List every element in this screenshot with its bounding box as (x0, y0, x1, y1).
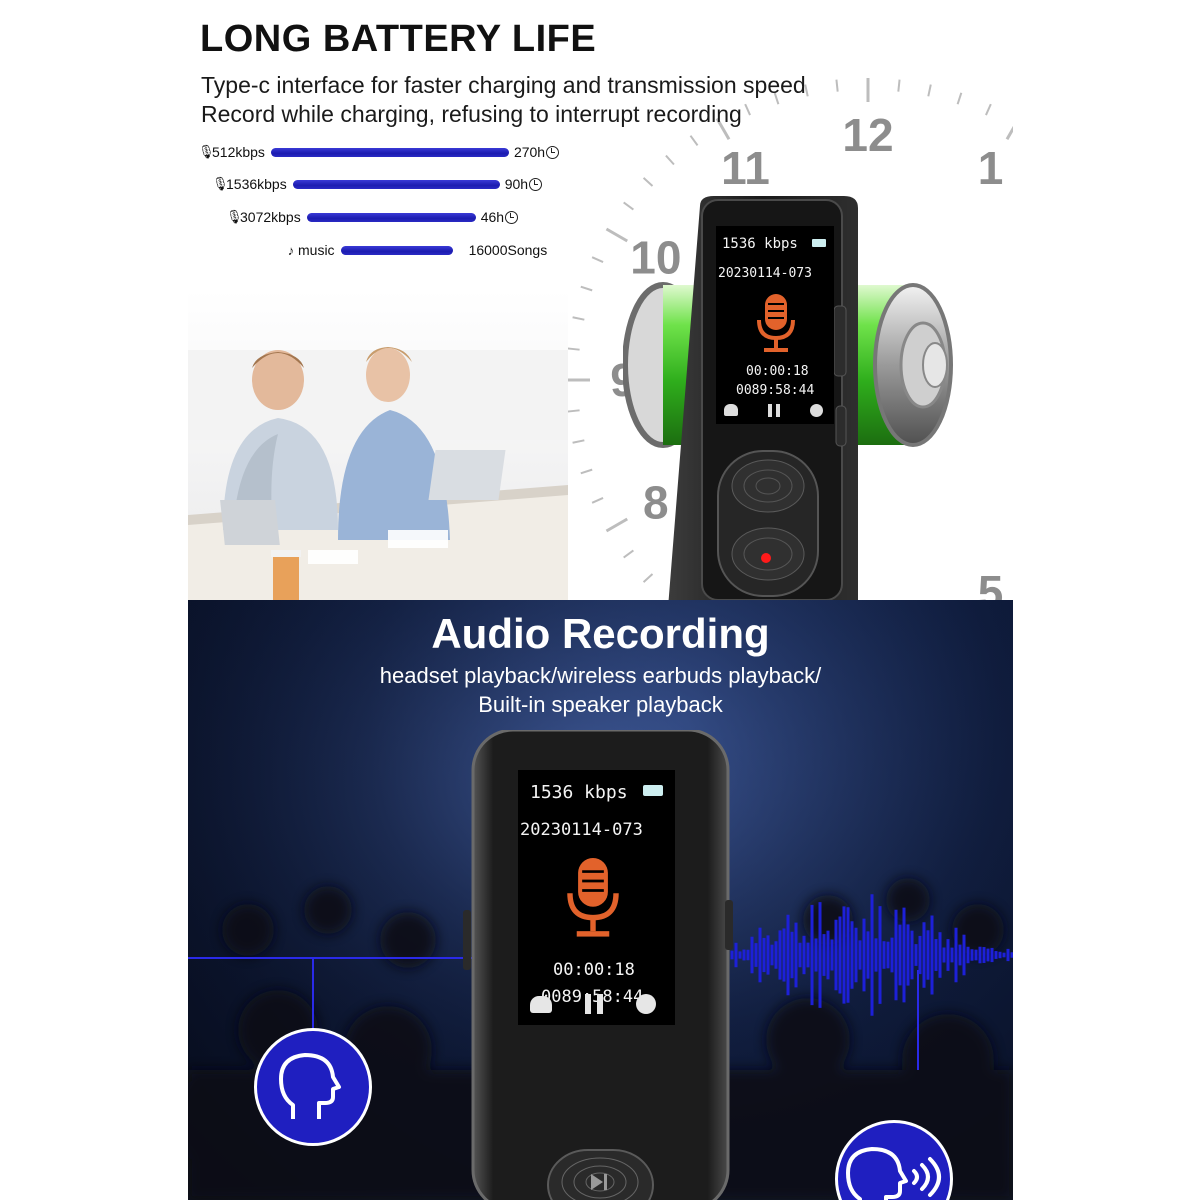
filename-text: 20230114-073 (520, 820, 643, 840)
microphone-icon (756, 294, 796, 360)
stat-row-1536kbps: 🎙 1536kbps 90h (212, 174, 543, 194)
microphone-icon: 🎙 (212, 176, 229, 191)
clock-number: 5 (978, 566, 1004, 600)
clock-tick (927, 84, 932, 97)
battery-level-icon (643, 785, 663, 796)
stat-bar (292, 179, 500, 189)
clock-number: 8 (643, 477, 669, 529)
listener-avatar (254, 1028, 372, 1146)
clock-tick (956, 92, 963, 105)
stat-label: 512kbps (212, 144, 265, 160)
playback-line-1: headset playback/wireless earbuds playba… (379, 663, 822, 688)
stat-label: 1536kbps (226, 176, 287, 192)
mute-speaker-icon (810, 404, 823, 417)
clock-tick (580, 468, 593, 475)
music-note-icon: ♪ (287, 242, 295, 258)
clock-number: 12 (842, 109, 893, 161)
clock-tick (985, 103, 992, 116)
feature-line-2: Record while charging, refusing to inter… (201, 101, 742, 127)
clock-tick (665, 154, 675, 166)
people-icon (724, 404, 738, 416)
bitrate-text: 1536 kbps (722, 236, 798, 252)
clock-tick (567, 347, 580, 351)
stat-value: 16000Songs (468, 242, 548, 258)
device-screen: 1536 kbps 20230114-073 00:00:18 0089:58:… (716, 226, 834, 424)
clock-tick (605, 227, 628, 243)
stat-label: 3072kbps (240, 209, 301, 225)
clock-tick (642, 573, 654, 583)
clock-ticks (566, 78, 1013, 600)
clock-tick (605, 517, 628, 533)
microphone-icon: 🎙 (198, 144, 215, 159)
clock-tick (897, 79, 901, 92)
pause-icon (585, 994, 603, 1014)
clock-tick (580, 285, 593, 292)
elapsed-time: 00:00:18 (746, 364, 809, 379)
clock-icon (505, 210, 519, 224)
filename-text: 20230114-073 (718, 266, 812, 281)
clock-tick (591, 497, 604, 504)
stat-row-music: ♪ music 16000Songs (284, 240, 547, 260)
clock-tick (689, 135, 699, 146)
stat-bar (306, 212, 476, 222)
clock-number: 10 (630, 232, 681, 284)
device-screen-large: 1536 kbps 20230114-073 00:00:18 0089:58:… (518, 770, 675, 1025)
voice-recorder-device-large: 1536 kbps 20230114-073 00:00:18 0089:58:… (463, 730, 738, 1200)
clock-tick (572, 316, 585, 321)
remaining-time: 0089:58:44 (541, 987, 644, 1007)
clock-tick (835, 79, 839, 92)
clock-tick (744, 103, 751, 116)
playback-line-2: Built-in speaker playback (478, 692, 723, 717)
sound-wave (726, 894, 1013, 1016)
stat-bar (270, 147, 509, 157)
clock-tick (773, 92, 780, 105)
speaker-avatar (835, 1120, 953, 1200)
stat-row-3072kbps: 🎙 3072kbps 46h (226, 207, 519, 227)
battery-level-icon (812, 239, 826, 247)
audio-recording-panel: Audio Recording headset playback/wireles… (188, 600, 1013, 1200)
clock-tick (572, 439, 585, 444)
remaining-time: 0089:58:44 (736, 383, 815, 398)
clock-face: 1212345891011 (566, 78, 1013, 600)
people-icon (530, 996, 552, 1013)
battery-life-panel: 1212345891011 (188, 0, 1013, 600)
voice-recorder-device: 1536 kbps 20230114-073 00:00:18 0089:58:… (658, 196, 858, 600)
clock-tick (804, 84, 809, 97)
clock-tick (642, 177, 654, 187)
speaking-head-icon (846, 1147, 941, 1200)
microphone-icon (565, 858, 621, 946)
clock-icon (546, 145, 560, 159)
clock-number: 1 (978, 142, 1004, 194)
feature-line-1: Type-c interface for faster charging and… (201, 72, 806, 98)
stat-label: music (298, 242, 335, 258)
microphone-icon: 🎙 (226, 209, 243, 224)
page-title: LONG BATTERY LIFE (200, 18, 597, 60)
bitrate-text: 1536 kbps (530, 782, 628, 803)
stat-row-512kbps: 🎙 512kbps 270h (198, 142, 560, 162)
clock-numbers: 1212345891011 (610, 109, 1004, 600)
clock-icon (529, 177, 543, 191)
clock-tick (623, 549, 634, 559)
stat-value: 270h (513, 144, 546, 160)
clock-number: 11 (721, 142, 770, 194)
clock-tick (715, 117, 731, 140)
pause-icon (768, 404, 780, 417)
mute-speaker-icon (636, 994, 656, 1014)
section-title: Audio Recording (431, 610, 770, 657)
stat-value: 46h (480, 209, 505, 225)
clock-tick (623, 201, 634, 211)
elapsed-time: 00:00:18 (553, 960, 635, 980)
meeting-photo (188, 290, 568, 600)
stat-value: 90h (504, 176, 529, 192)
head-silhouette-icon (279, 1053, 341, 1119)
stat-bar (340, 245, 453, 255)
clock-tick (591, 256, 604, 263)
clock-tick (1005, 125, 1013, 140)
clock-tick (567, 409, 580, 413)
